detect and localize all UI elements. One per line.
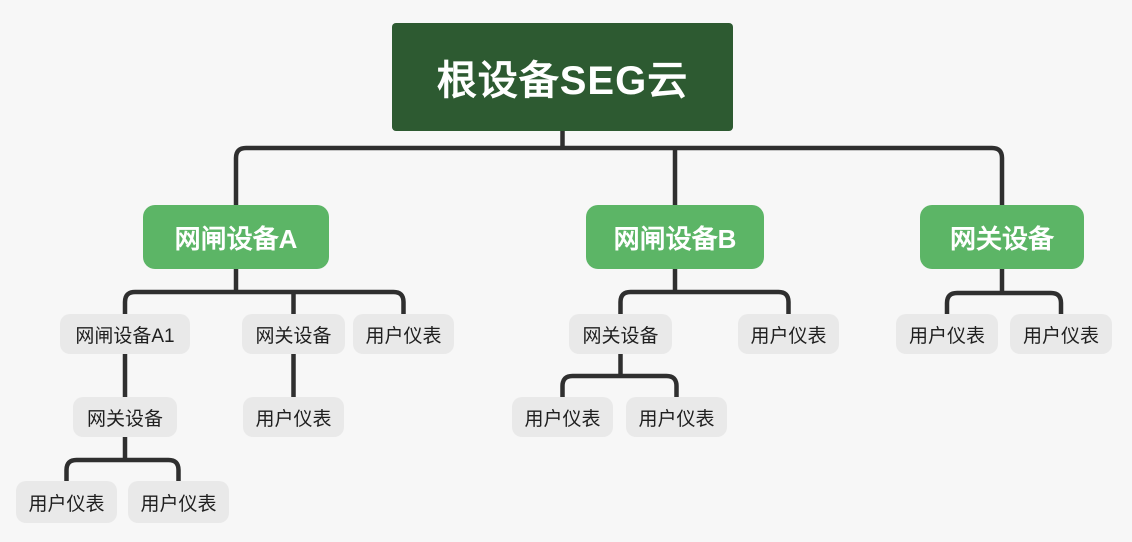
node-meter-under-gateway-1[interactable]: 用户仪表: [896, 314, 998, 354]
connector-edge: [618, 289, 791, 314]
connector-edge: [560, 373, 679, 397]
node-gatekeeper-b[interactable]: 网闸设备B: [586, 205, 764, 269]
connector-edge: [64, 457, 181, 481]
node-gatekeeper-a1[interactable]: 网闸设备A1: [60, 314, 190, 354]
node-gateway-top[interactable]: 网关设备: [920, 205, 1084, 269]
node-meter-under-a1-gateway-2[interactable]: 用户仪表: [128, 481, 229, 523]
node-meter-under-a[interactable]: 用户仪表: [353, 314, 454, 354]
connector-edge: [233, 145, 1005, 205]
node-meter-under-a1-gateway-1[interactable]: 用户仪表: [16, 481, 117, 523]
node-gatekeeper-a[interactable]: 网闸设备A: [143, 205, 329, 269]
node-meter-under-a-gateway[interactable]: 用户仪表: [243, 397, 344, 437]
node-gateway-under-a1[interactable]: 网关设备: [73, 397, 177, 437]
node-meter-under-gateway-2[interactable]: 用户仪表: [1010, 314, 1112, 354]
node-meter-under-b-gateway-1[interactable]: 用户仪表: [512, 397, 613, 437]
node-root-seg-cloud[interactable]: 根设备SEG云: [392, 23, 733, 131]
connector-edge: [944, 290, 1064, 314]
node-gateway-under-b[interactable]: 网关设备: [569, 314, 672, 354]
node-gateway-under-a[interactable]: 网关设备: [242, 314, 345, 354]
connector-edge: [122, 289, 406, 314]
node-meter-under-b[interactable]: 用户仪表: [738, 314, 839, 354]
node-meter-under-b-gateway-2[interactable]: 用户仪表: [626, 397, 727, 437]
